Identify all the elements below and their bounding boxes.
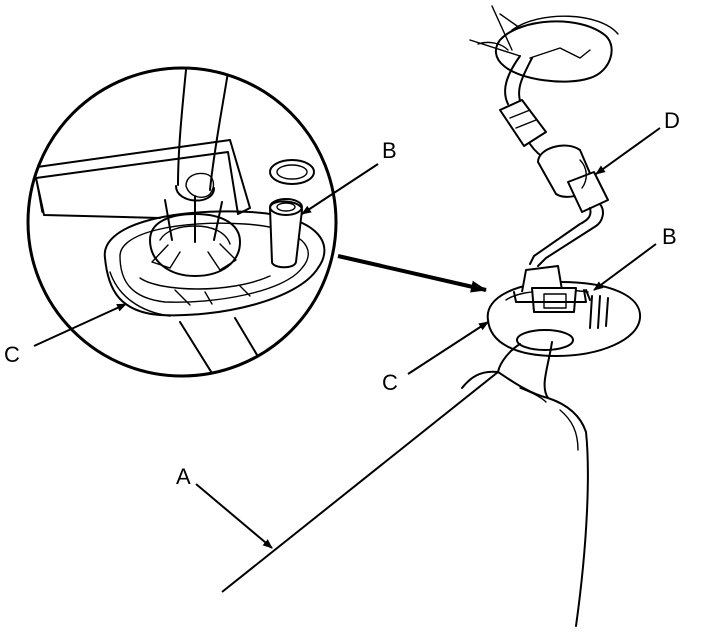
callout-c-main: C [382,370,398,395]
leader-d [595,127,661,175]
callout-c-detail: C [4,342,20,367]
bracket-plate [29,139,251,219]
fuel-hose-main [497,343,521,373]
top-clamp [494,20,613,83]
callout-d: D [664,108,680,133]
detail-to-main-arrow [337,254,487,293]
leader-a-arrow [195,483,273,549]
leader-b-detail [301,163,379,215]
small-connector [499,99,547,147]
fuel-hose-detail [177,69,187,186]
vent-tubes-main [589,295,609,329]
callout-b-detail: B [382,138,397,163]
leader-a [221,371,499,593]
callout-b-main: B [662,224,677,249]
fuel-tank-outline [547,397,589,627]
detail-magnifier-circle [26,66,338,378]
callout-a: A [176,464,191,489]
ring-detail [269,159,315,185]
vent-tube-detail [269,200,303,269]
leader-b-main [593,243,657,291]
detail-view [26,66,338,378]
grommet-detail [103,210,326,317]
main-view [461,5,642,627]
wire-harness [504,55,521,105]
leader-c-detail [33,303,127,347]
fuel-fitting [149,213,241,277]
leader-c-main [407,321,489,375]
